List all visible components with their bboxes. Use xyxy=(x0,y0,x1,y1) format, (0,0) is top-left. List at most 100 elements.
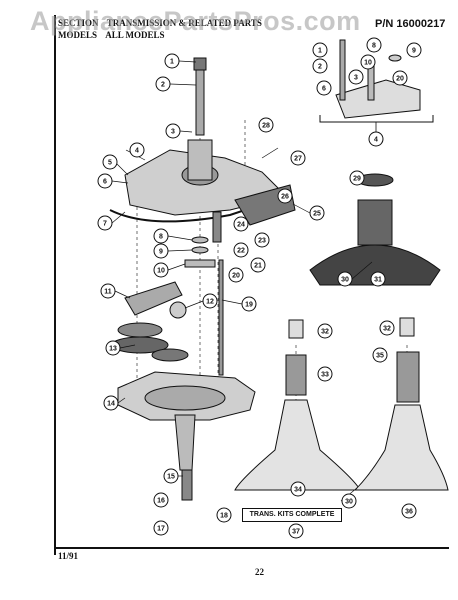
svg-text:28: 28 xyxy=(262,123,270,130)
svg-text:13: 13 xyxy=(109,346,117,353)
svg-text:34: 34 xyxy=(294,487,302,494)
callout-27: 27 xyxy=(290,150,306,166)
callout-inset-8: 8 xyxy=(366,37,382,53)
svg-text:20: 20 xyxy=(396,76,404,83)
svg-text:4: 4 xyxy=(374,137,378,144)
svg-text:1: 1 xyxy=(170,59,174,66)
agitator-base xyxy=(309,173,441,286)
callout-19: 19 xyxy=(241,296,257,312)
svg-text:7: 7 xyxy=(103,221,107,228)
part-number: P/N 16000217 xyxy=(375,18,446,30)
callout-24: 24 xyxy=(233,216,249,232)
callout-10: 10 xyxy=(153,262,169,278)
page-border-left xyxy=(54,15,56,555)
svg-text:6: 6 xyxy=(103,179,107,186)
svg-text:35: 35 xyxy=(376,353,384,360)
callout-35: 35 xyxy=(372,347,388,363)
callout-5: 5 xyxy=(102,154,118,170)
callout-17: 17 xyxy=(153,520,169,536)
transmission-cover xyxy=(109,139,279,223)
callout-inset-2: 2 xyxy=(312,58,328,74)
svg-text:37: 37 xyxy=(292,529,300,536)
callout-31: 31 xyxy=(370,271,386,287)
callout-26: 26 xyxy=(277,188,293,204)
callout-inset-10: 10 xyxy=(360,54,376,70)
svg-text:1: 1 xyxy=(318,48,322,55)
callout-14: 14 xyxy=(103,395,119,411)
callout-inset-9: 9 xyxy=(406,42,422,58)
svg-text:11: 11 xyxy=(104,289,112,296)
callout-3: 3 xyxy=(165,123,181,139)
callout-2: 2 xyxy=(155,76,171,92)
svg-text:36: 36 xyxy=(405,509,413,516)
svg-text:5: 5 xyxy=(108,160,112,167)
svg-text:14: 14 xyxy=(107,401,115,408)
callout-21: 21 xyxy=(250,257,266,273)
callout-37: 37 xyxy=(288,523,304,539)
svg-text:10: 10 xyxy=(157,268,165,275)
svg-text:32: 32 xyxy=(321,329,329,336)
inset-assembly xyxy=(319,39,434,132)
page-number: 22 xyxy=(255,567,264,577)
callout-32a: 32 xyxy=(317,323,333,339)
callout-36: 36 xyxy=(401,503,417,519)
gear-case xyxy=(117,371,256,501)
svg-text:2: 2 xyxy=(161,82,165,89)
callout-4: 4 xyxy=(129,142,145,158)
page-footer-rule xyxy=(54,547,449,549)
callout-12: 12 xyxy=(202,293,218,309)
gear-assembly xyxy=(111,281,189,362)
svg-text:22: 22 xyxy=(237,248,245,255)
svg-text:9: 9 xyxy=(159,249,163,256)
svg-text:24: 24 xyxy=(237,222,245,229)
callout-1: 1 xyxy=(164,53,180,69)
callout-inset-1: 1 xyxy=(312,42,328,58)
svg-text:32: 32 xyxy=(383,326,391,333)
footer-date: 11/91 xyxy=(58,551,79,561)
callout-7: 7 xyxy=(97,215,113,231)
svg-text:2: 2 xyxy=(318,64,322,71)
callout-16: 16 xyxy=(153,492,169,508)
models-line: MODELS ALL MODELS xyxy=(58,30,165,40)
svg-text:12: 12 xyxy=(206,299,214,306)
svg-text:10: 10 xyxy=(364,60,372,67)
callout-29: 29 xyxy=(349,170,365,186)
svg-text:26: 26 xyxy=(281,194,289,201)
svg-text:20: 20 xyxy=(232,273,240,280)
callout-6: 6 xyxy=(97,173,113,189)
svg-text:29: 29 xyxy=(353,176,361,183)
svg-text:9: 9 xyxy=(412,48,416,55)
callout-30b: 30 xyxy=(341,493,357,509)
callout-inset-3: 3 xyxy=(348,69,364,85)
small-parts xyxy=(184,211,224,376)
callout-34: 34 xyxy=(290,481,306,497)
watermark: AppliancePartsPros.com xyxy=(30,6,361,36)
svg-text:4: 4 xyxy=(135,148,139,155)
callout-32b: 32 xyxy=(379,320,395,336)
callout-18: 18 xyxy=(216,507,232,523)
svg-text:3: 3 xyxy=(171,129,175,136)
svg-text:6: 6 xyxy=(322,86,326,93)
svg-text:8: 8 xyxy=(159,234,163,241)
svg-text:19: 19 xyxy=(245,302,253,309)
svg-text:16: 16 xyxy=(157,498,165,505)
agitator-kit-right xyxy=(353,317,449,491)
kit-label-box: TRANS. KITS COMPLETE xyxy=(242,508,342,522)
svg-text:3: 3 xyxy=(354,75,358,82)
callout-8: 8 xyxy=(153,228,169,244)
svg-text:15: 15 xyxy=(167,474,175,481)
agitator-kit-left xyxy=(234,319,361,491)
svg-text:25: 25 xyxy=(313,211,321,218)
callout-28: 28 xyxy=(258,117,274,133)
svg-text:31: 31 xyxy=(374,277,382,284)
callout-20: 20 xyxy=(228,267,244,283)
svg-text:17: 17 xyxy=(157,526,165,533)
svg-text:8: 8 xyxy=(372,43,376,50)
callout-33: 33 xyxy=(317,366,333,382)
callout-15: 15 xyxy=(163,468,179,484)
callout-9: 9 xyxy=(153,243,169,259)
callout-22: 22 xyxy=(233,242,249,258)
svg-text:30: 30 xyxy=(345,499,353,506)
callout-11: 11 xyxy=(100,283,116,299)
